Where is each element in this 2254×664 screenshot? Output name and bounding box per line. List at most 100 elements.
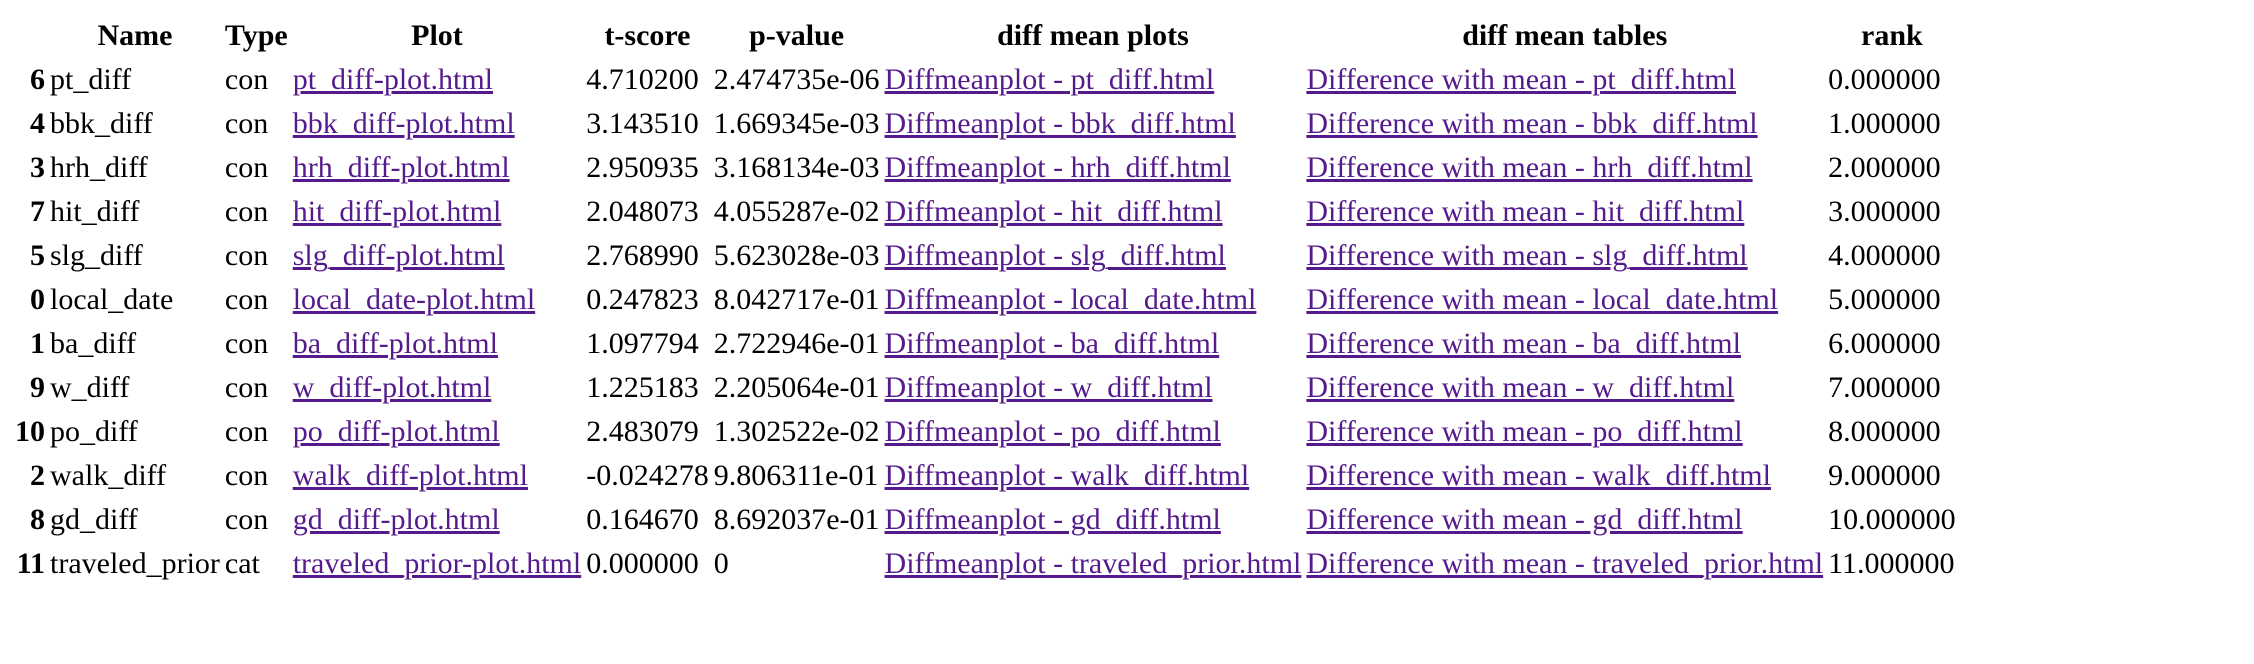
- cell-p-value: 1.302522e-02: [713, 415, 880, 448]
- plot-link[interactable]: bbk_diff-plot.html: [292, 107, 515, 140]
- plot-link[interactable]: w_diff-plot.html: [292, 371, 492, 404]
- diff-mean-plot-link[interactable]: Diffmeanplot - traveled_prior.html: [884, 547, 1302, 580]
- header-t-score: t-score: [604, 19, 691, 52]
- cell-name: hit_diff: [50, 195, 140, 228]
- cell-rank: 1.000000: [1828, 107, 1941, 140]
- diff-mean-table-link[interactable]: Difference with mean - hit_diff.html: [1306, 195, 1745, 228]
- cell-t-score: 0.247823: [586, 283, 699, 316]
- cell-name: hrh_diff: [50, 151, 148, 184]
- cell-name: local_date: [50, 283, 174, 316]
- diff-mean-plot-link[interactable]: Diffmeanplot - ba_diff.html: [884, 327, 1220, 360]
- cell-p-value: 8.692037e-01: [713, 503, 880, 536]
- diff-mean-plot-link-cell: Diffmeanplot - po_diff.html: [884, 410, 1303, 454]
- plot-link[interactable]: hit_diff-plot.html: [292, 195, 502, 228]
- diff-mean-table-link[interactable]: Difference with mean - slg_diff.html: [1306, 239, 1748, 272]
- diff-mean-table-link-cell: Difference with mean - slg_diff.html: [1305, 234, 1824, 278]
- cell-p-value: 1.669345e-03: [713, 107, 880, 140]
- diff-mean-table-link-cell: Difference with mean - traveled_prior.ht…: [1305, 542, 1824, 586]
- cell-name: traveled_prior: [50, 547, 220, 580]
- diff-mean-table-link-cell: Difference with mean - gd_diff.html: [1305, 498, 1824, 542]
- row-index: 9: [30, 371, 45, 404]
- diff-mean-table-link[interactable]: Difference with mean - ba_diff.html: [1306, 327, 1741, 360]
- plot-link[interactable]: walk_diff-plot.html: [292, 459, 528, 492]
- plot-link-cell: local_date-plot.html: [292, 278, 583, 322]
- cell-t-score: 0.164670: [586, 503, 699, 536]
- diff-mean-table-link[interactable]: Difference with mean - walk_diff.html: [1306, 459, 1771, 492]
- cell-p-value: 8.042717e-01: [713, 283, 880, 316]
- diff-mean-plot-link-cell: Diffmeanplot - local_date.html: [884, 278, 1303, 322]
- cell-rank: 6.000000: [1828, 327, 1941, 360]
- plot-link[interactable]: hrh_diff-plot.html: [292, 151, 510, 184]
- diff-mean-plot-link[interactable]: Diffmeanplot - po_diff.html: [884, 415, 1221, 448]
- cell-name: pt_diff: [50, 63, 132, 96]
- diff-mean-table-link[interactable]: Difference with mean - po_diff.html: [1306, 415, 1743, 448]
- plot-link[interactable]: local_date-plot.html: [292, 283, 536, 316]
- results-table: Name Type Plot t-score p-value diff mean…: [11, 14, 1960, 586]
- diff-mean-plot-link[interactable]: Diffmeanplot - walk_diff.html: [884, 459, 1250, 492]
- cell-type: con: [224, 239, 269, 272]
- cell-rank: 11.000000: [1828, 547, 1955, 580]
- cell-name: gd_diff: [50, 503, 138, 536]
- plot-link[interactable]: traveled_prior-plot.html: [292, 547, 582, 580]
- diff-mean-table-link[interactable]: Difference with mean - w_diff.html: [1306, 371, 1735, 404]
- diff-mean-table-link[interactable]: Difference with mean - bbk_diff.html: [1306, 107, 1758, 140]
- diff-mean-plot-link[interactable]: Diffmeanplot - gd_diff.html: [884, 503, 1221, 536]
- row-index: 2: [30, 459, 45, 492]
- diff-mean-table-link[interactable]: Difference with mean - gd_diff.html: [1306, 503, 1743, 536]
- diff-mean-table-link-cell: Difference with mean - walk_diff.html: [1305, 454, 1824, 498]
- cell-type: con: [224, 283, 269, 316]
- plot-link-cell: bbk_diff-plot.html: [292, 102, 583, 146]
- cell-rank: 3.000000: [1828, 195, 1941, 228]
- row-index: 8: [30, 503, 45, 536]
- cell-p-value: 2.474735e-06: [713, 63, 880, 96]
- diff-mean-table-link[interactable]: Difference with mean - traveled_prior.ht…: [1306, 547, 1824, 580]
- row-index: 11: [16, 547, 45, 580]
- diff-mean-plot-link[interactable]: Diffmeanplot - bbk_diff.html: [884, 107, 1236, 140]
- row-index: 4: [30, 107, 45, 140]
- diff-mean-plot-link[interactable]: Diffmeanplot - slg_diff.html: [884, 239, 1226, 272]
- diff-mean-table-link-cell: Difference with mean - local_date.html: [1305, 278, 1824, 322]
- header-p-value: p-value: [749, 19, 845, 52]
- row-index: 3: [30, 151, 45, 184]
- header-name: Name: [97, 19, 173, 52]
- cell-rank: 7.000000: [1828, 371, 1941, 404]
- header-type: Type: [224, 19, 288, 52]
- plot-link-cell: po_diff-plot.html: [292, 410, 583, 454]
- diff-mean-table-link[interactable]: Difference with mean - local_date.html: [1306, 283, 1779, 316]
- diff-mean-table-link-cell: Difference with mean - w_diff.html: [1305, 366, 1824, 410]
- cell-name: bbk_diff: [50, 107, 153, 140]
- plot-link[interactable]: pt_diff-plot.html: [292, 63, 493, 96]
- diff-mean-plot-link[interactable]: Diffmeanplot - hrh_diff.html: [884, 151, 1231, 184]
- cell-rank: 8.000000: [1828, 415, 1941, 448]
- plot-link[interactable]: slg_diff-plot.html: [292, 239, 505, 272]
- row-index: 10: [15, 415, 45, 448]
- diff-mean-plot-link[interactable]: Diffmeanplot - pt_diff.html: [884, 63, 1215, 96]
- diff-mean-table-link[interactable]: Difference with mean - hrh_diff.html: [1306, 151, 1753, 184]
- diff-mean-plot-link[interactable]: Diffmeanplot - local_date.html: [884, 283, 1257, 316]
- cell-type: con: [224, 63, 269, 96]
- row-index: 0: [30, 283, 45, 316]
- diff-mean-plot-link[interactable]: Diffmeanplot - hit_diff.html: [884, 195, 1223, 228]
- diff-mean-table-link[interactable]: Difference with mean - pt_diff.html: [1306, 63, 1736, 96]
- cell-p-value: 5.623028e-03: [713, 239, 880, 272]
- cell-t-score: 1.097794: [586, 327, 699, 360]
- plot-link[interactable]: ba_diff-plot.html: [292, 327, 498, 360]
- plot-link[interactable]: gd_diff-plot.html: [292, 503, 500, 536]
- plot-link-cell: hit_diff-plot.html: [292, 190, 583, 234]
- diff-mean-plot-link-cell: Diffmeanplot - ba_diff.html: [884, 322, 1303, 366]
- cell-rank: 10.000000: [1828, 503, 1956, 536]
- row-index: 7: [30, 195, 45, 228]
- diff-mean-plot-link[interactable]: Diffmeanplot - w_diff.html: [884, 371, 1213, 404]
- cell-rank: 2.000000: [1828, 151, 1941, 184]
- cell-type: con: [224, 371, 269, 404]
- plot-link[interactable]: po_diff-plot.html: [292, 415, 500, 448]
